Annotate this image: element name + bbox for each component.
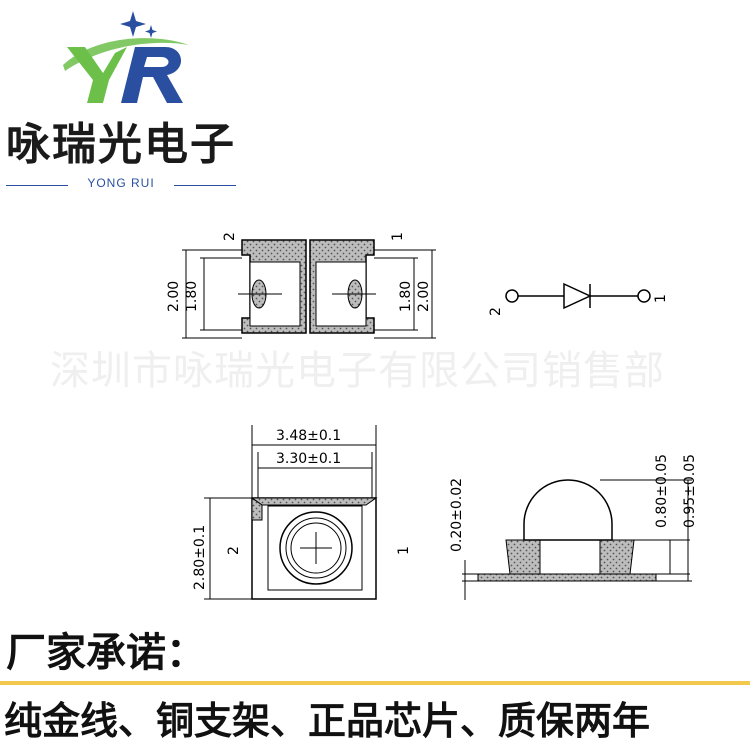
watermark: 深圳市咏瑞光电子有限公司销售部 [50,348,665,394]
front-pin-left: 2 [226,546,242,555]
promise-text: 纯金线、铜支架、正品芯片、质保两年 [4,699,651,743]
lens-dome [523,479,613,541]
dim-total: 0.95±0.05 [682,454,698,528]
promise-title: 厂家承诺： [6,630,206,676]
diode-symbol-icon [563,282,592,310]
promise-banner [0,681,750,754]
diode-schematic: 2 1 [488,282,669,316]
top-pin-right: 1 [390,232,406,241]
dim-width-outer: 3.48±0.1 [276,428,341,444]
dim-right-inner: 1.80 [398,281,414,312]
brand-english-name: YONG RUI [87,176,155,190]
schematic-pin-left: 2 [488,307,504,316]
schematic-pin-right: 1 [653,294,669,303]
top-view-pads: 2.00 1.80 1.80 2.00 2 1 [166,232,436,339]
logo-swoosh [63,38,189,71]
dim-base: 0.20±0.02 [449,478,465,552]
yr-logo [63,11,189,103]
brand-divider-right [174,185,236,186]
dim-left-outer: 2.00 [166,281,182,312]
dim-body: 0.80±0.05 [654,454,670,528]
dim-left-inner: 1.80 [184,281,200,312]
dim-height: 2.80±0.1 [192,525,208,590]
logo-sparkle-icon [120,11,146,37]
top-pin-left: 2 [222,232,238,241]
logo-sparkle-small-icon [145,25,157,38]
led-dimension-drawing: 2.00 1.80 1.80 2.00 2 1 2 1 3.48±0.1 3.3… [166,232,698,600]
logo-r-shape [121,47,183,103]
front-pin-right: 1 [396,546,412,555]
front-view: 3.48±0.1 3.30±0.1 2.80±0.1 2 1 [192,425,412,600]
company-name: 咏瑞光电子 [6,119,236,170]
dim-width-inner: 3.30±0.1 [276,451,341,467]
brand-divider-left [6,185,68,186]
dim-right-outer: 2.00 [416,281,432,312]
side-view: 0.20±0.02 0.80±0.05 0.95±0.05 [449,454,698,600]
